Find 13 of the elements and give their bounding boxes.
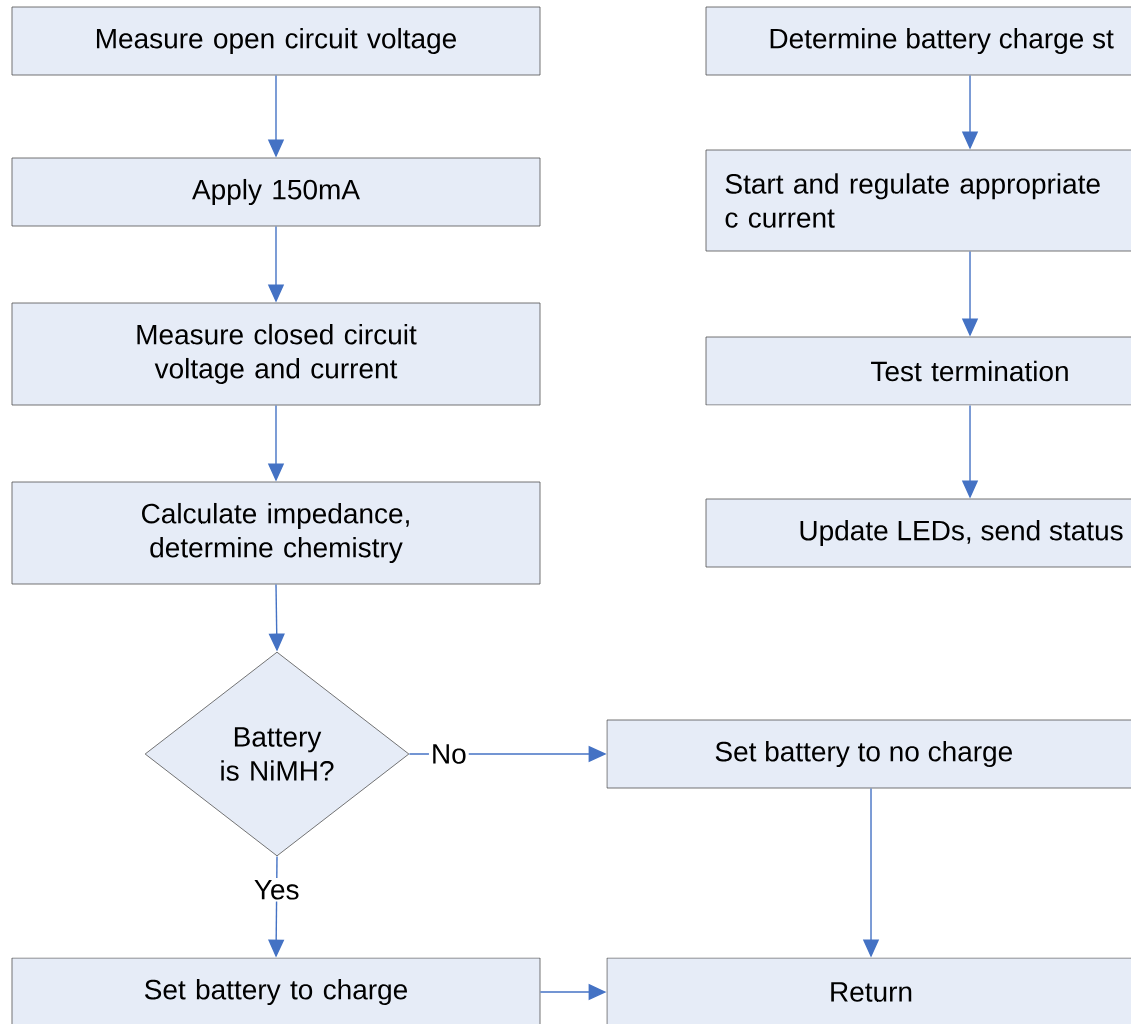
- process-box: Apply 150mA: [11, 157, 541, 227]
- edge-label: Yes: [251, 878, 302, 902]
- process-box: Measure closed circuit voltage and current: [11, 302, 541, 406]
- process-box: Measure open circuit voltage: [11, 6, 541, 76]
- process-box: Determine battery charge st: [705, 6, 1131, 76]
- process-box: Start and regulate appropriate c current: [705, 149, 1131, 252]
- process-box: Set battery to no charge: [606, 719, 1131, 789]
- process-box: Test termination: [705, 336, 1131, 406]
- edge-label: No: [428, 742, 469, 766]
- process-box: Set battery to charge: [11, 957, 541, 1024]
- process-box: Calculate impedance, determine chemistry: [11, 481, 541, 585]
- process-box: Update LEDs, send status: [705, 498, 1131, 568]
- process-box: Return: [606, 957, 1131, 1024]
